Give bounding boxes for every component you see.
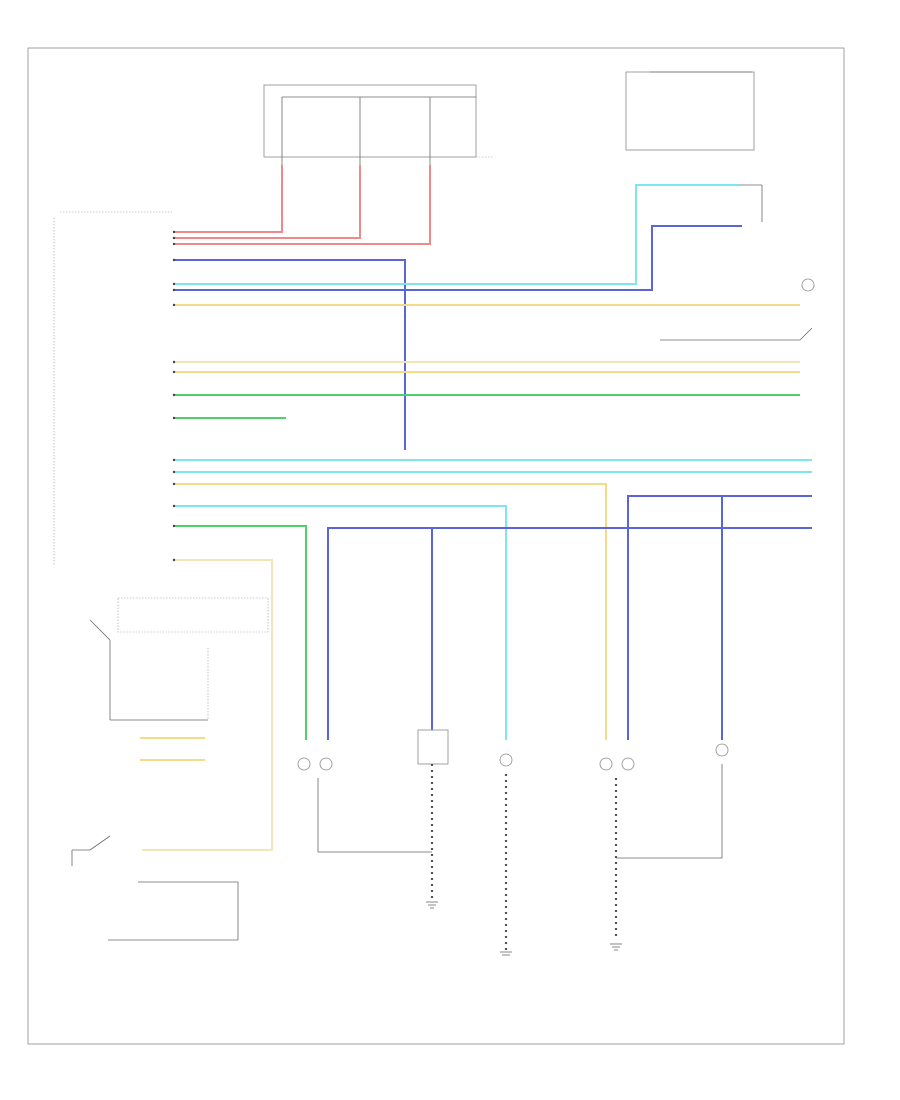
hazard-switch-icon — [801, 278, 815, 292]
wire-blue-3 — [627, 495, 812, 740]
wire-green-3 — [174, 525, 307, 740]
fuse-block — [263, 84, 494, 165]
turn-switch — [625, 71, 763, 222]
front-side-marker-left — [715, 743, 729, 757]
wire-cyan-4 — [174, 505, 507, 740]
ground-left-icon — [610, 943, 622, 951]
diagram-frame — [27, 47, 845, 1045]
wire-blue-4 — [327, 527, 812, 740]
front-side-marker-right — [417, 729, 449, 765]
bcm-pins — [172, 230, 176, 562]
wire-blue-1 — [174, 259, 406, 450]
ground-wire-5 — [616, 764, 723, 859]
wire-cyan-1 — [174, 184, 740, 285]
front-lamp-right — [297, 757, 333, 771]
wire-blue-2 — [174, 225, 742, 291]
center-high-mount — [499, 753, 513, 767]
bcm-outline — [53, 211, 172, 565]
power-wires — [174, 165, 431, 245]
ground-wire-1 — [317, 778, 432, 853]
wire-yellow-2 — [174, 483, 607, 740]
stop-lamp-switch — [660, 327, 813, 341]
ignition-switch — [89, 597, 269, 721]
wire-beige-3 — [142, 559, 273, 851]
front-lamp-left — [599, 757, 635, 771]
ground-g-icon — [500, 951, 512, 956]
ground-right-icon — [426, 901, 438, 909]
hazard-switch — [71, 835, 239, 941]
